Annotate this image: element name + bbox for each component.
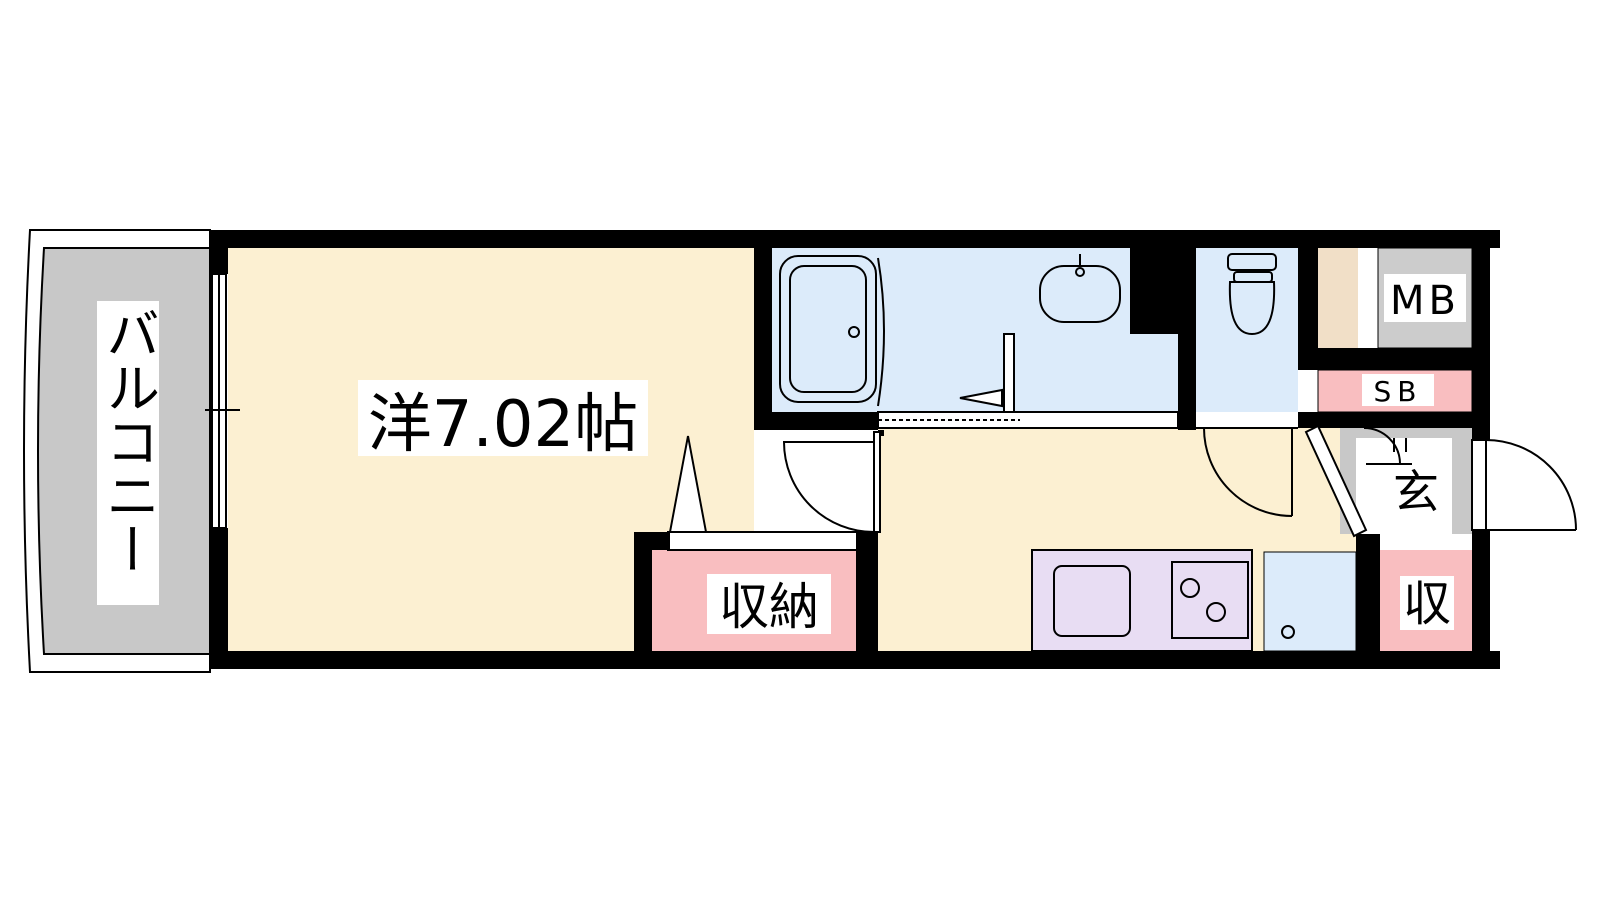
entrance-inner-door bbox=[1304, 424, 1412, 538]
washbasin bbox=[1039, 254, 1121, 323]
balcony-label: バルコニー bbox=[97, 306, 160, 576]
toilet-icon bbox=[1227, 253, 1277, 336]
sliding-door bbox=[877, 411, 1179, 429]
burner-icon bbox=[1180, 578, 1200, 598]
storage-opening-marker bbox=[668, 435, 708, 533]
room-label: 洋7.02帖 bbox=[368, 388, 639, 462]
entrance-door bbox=[1471, 439, 1577, 531]
shoe-box-label-bg bbox=[1362, 374, 1434, 406]
bathtub bbox=[779, 255, 885, 407]
entrance-label: 玄 bbox=[1393, 465, 1439, 519]
closet-strip bbox=[1318, 248, 1358, 348]
room-door bbox=[782, 431, 881, 533]
walls bbox=[210, 230, 1500, 669]
balcony-label-bg bbox=[97, 301, 159, 605]
balcony-window bbox=[205, 273, 240, 529]
burner-icon bbox=[1206, 602, 1226, 622]
kitchen-sink bbox=[1053, 565, 1131, 637]
washroom-partition bbox=[959, 333, 1015, 413]
entrance-storage-label-bg bbox=[1400, 576, 1454, 630]
washroom-floor-lower bbox=[1004, 334, 1179, 412]
balcony: バルコニー bbox=[23, 229, 211, 673]
meter-box-label: MB bbox=[1390, 278, 1460, 324]
entrance-storage-label: 収 bbox=[1403, 576, 1451, 632]
room-storage-label-bg bbox=[707, 574, 831, 634]
fridge-icon bbox=[1281, 625, 1295, 639]
fridge-space bbox=[1263, 551, 1357, 652]
room-storage-shelf bbox=[667, 531, 863, 551]
room-label-bg bbox=[358, 380, 648, 456]
toilet-door bbox=[1196, 427, 1298, 517]
shoe-box-label: SB bbox=[1374, 375, 1423, 408]
stove bbox=[1171, 561, 1249, 639]
meter-box-label-bg bbox=[1384, 274, 1466, 322]
entrance-label-bg bbox=[1388, 468, 1444, 520]
room-storage-label: 収納 bbox=[719, 578, 819, 636]
